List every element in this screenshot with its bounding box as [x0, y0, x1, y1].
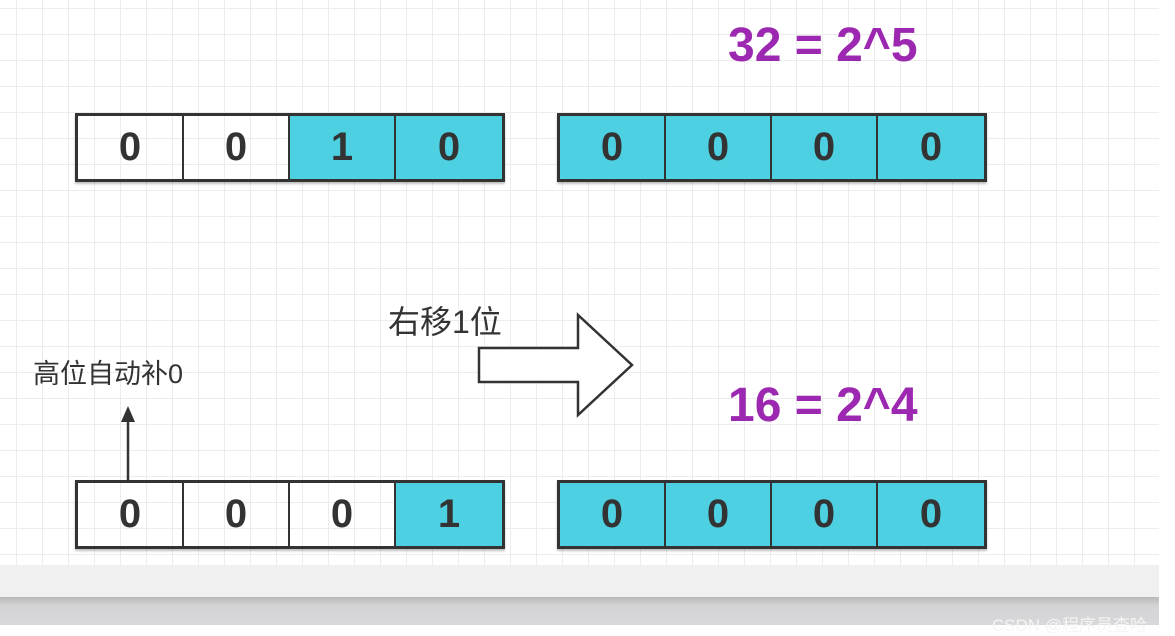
up-arrow-icon [121, 406, 135, 480]
bottom-band [0, 565, 1159, 597]
bit-cell: 0 [184, 483, 290, 546]
bit-cell: 0 [878, 116, 984, 179]
bottom-equation: 16 = 2^4 [728, 379, 918, 432]
bit-cell: 0 [666, 483, 772, 546]
bottom-left-bits: 0 0 0 1 [75, 480, 505, 549]
bit-cell: 0 [78, 116, 184, 179]
bit-cell: 0 [878, 483, 984, 546]
bit-cell: 0 [396, 116, 502, 179]
bit-cell: 0 [560, 483, 666, 546]
bit-cell: 0 [666, 116, 772, 179]
top-left-bits: 0 0 1 0 [75, 113, 505, 182]
bit-cell: 1 [290, 116, 396, 179]
top-right-bits: 0 0 0 0 [557, 113, 987, 182]
fill-label: 高位自动补0 [33, 359, 184, 389]
bit-cell: 1 [396, 483, 502, 546]
watermark: CSDN @程序员查哈 [991, 616, 1147, 635]
bit-cell: 0 [772, 483, 878, 546]
bottom-right-bits: 0 0 0 0 [557, 480, 987, 549]
bit-cell: 0 [560, 116, 666, 179]
watermark-band [0, 597, 1159, 625]
bit-cell: 0 [772, 116, 878, 179]
shift-label: 右移1位 [388, 304, 502, 340]
bit-cell: 0 [290, 483, 396, 546]
bit-cell: 0 [184, 116, 290, 179]
right-arrow-icon [477, 312, 634, 418]
bit-cell: 0 [78, 483, 184, 546]
grid-background [0, 0, 1159, 565]
top-equation: 32 = 2^5 [728, 19, 918, 72]
